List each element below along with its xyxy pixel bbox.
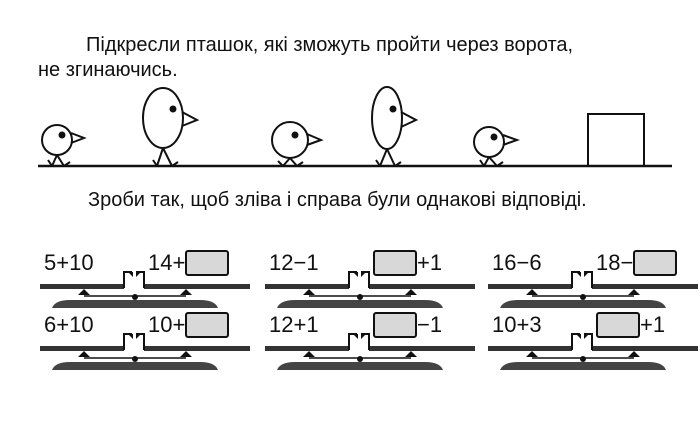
left-expression: 10+3 bbox=[492, 312, 542, 337]
balance-scale-6: 10+3 +1 bbox=[488, 312, 700, 382]
task2-instruction: Зроби так, щоб зліва і справа були однак… bbox=[88, 189, 587, 211]
right-suffix: −1 bbox=[417, 312, 443, 337]
right-prefix: 18− bbox=[596, 250, 634, 275]
right-expression: +1 bbox=[373, 250, 442, 276]
right-prefix: 14+ bbox=[148, 250, 186, 275]
answer-box[interactable] bbox=[185, 312, 230, 338]
task1-line1: Підкресли пташок, які зможуть пройти чер… bbox=[86, 34, 574, 56]
right-expression: 14+ bbox=[148, 250, 230, 276]
answer-box[interactable] bbox=[185, 250, 230, 276]
left-expression: 12+1 bbox=[269, 312, 319, 337]
balance-scale-4: 6+10 10+ bbox=[40, 312, 255, 382]
right-prefix: 10+ bbox=[148, 312, 186, 337]
answer-box[interactable] bbox=[373, 312, 417, 338]
balance-scale-3: 16−6 18− bbox=[488, 250, 700, 320]
right-expression: +1 bbox=[596, 312, 665, 338]
right-expression: 10+ bbox=[148, 312, 230, 338]
birds-illustration bbox=[38, 86, 672, 168]
left-expression: 16−6 bbox=[492, 250, 542, 275]
right-expression: −1 bbox=[373, 312, 442, 338]
answer-box[interactable] bbox=[373, 250, 417, 276]
left-expression: 5+10 bbox=[44, 250, 94, 275]
right-suffix: +1 bbox=[640, 312, 666, 337]
bird-2 bbox=[142, 87, 200, 167]
bird-4 bbox=[371, 86, 419, 167]
balance-scale-1: 5+10 14+ bbox=[40, 250, 255, 320]
left-expression: 6+10 bbox=[44, 312, 94, 337]
gate bbox=[587, 113, 645, 167]
bird-1 bbox=[41, 124, 87, 167]
bird-3 bbox=[271, 121, 324, 167]
bird-5 bbox=[473, 126, 520, 167]
answer-box[interactable] bbox=[596, 312, 640, 338]
left-expression: 12−1 bbox=[269, 250, 319, 275]
answer-box[interactable] bbox=[633, 250, 678, 276]
right-suffix: +1 bbox=[417, 250, 443, 275]
task1-line2: не згинаючись. bbox=[38, 59, 178, 81]
right-expression: 18− bbox=[596, 250, 678, 276]
balance-scale-2: 12−1 +1 bbox=[265, 250, 480, 320]
balance-scale-5: 12+1 −1 bbox=[265, 312, 480, 382]
